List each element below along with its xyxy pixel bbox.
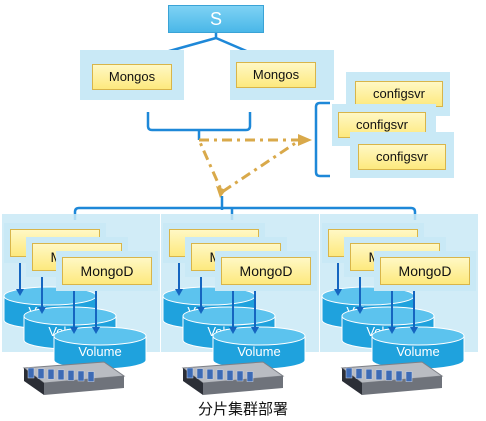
server-drive-bay: [27, 367, 35, 379]
volume-top: [53, 326, 147, 346]
server-drive-bay: [186, 367, 194, 379]
shard-bus: [73, 206, 417, 220]
server-drive-bay: [395, 370, 403, 382]
server-drive-bay: [67, 370, 75, 381]
top-node-label: S: [209, 9, 222, 29]
volume-cylinder: Volume: [212, 326, 306, 370]
shard-group: VolumeVolumeVolumeMongoDMongoDMongoD: [159, 0, 319, 400]
arrow-head: [229, 327, 237, 334]
diagram-caption: 分片集群部署: [197, 400, 288, 418]
server-drive-bay: [355, 368, 363, 379]
arrow-head: [38, 307, 46, 314]
shard-group: VolumeVolumeVolumeMongoDMongoDMongoD: [318, 0, 478, 400]
configsvr-label: configsvr: [372, 86, 426, 101]
server-drive-bay: [365, 368, 373, 380]
shard-graphics: VolumeVolumeVolume: [321, 258, 465, 395]
server-drive-bay: [47, 368, 55, 380]
volume-label: Volume: [78, 344, 121, 359]
server-drive-bay: [405, 371, 413, 382]
volume-top: [371, 326, 465, 346]
arrow-head-right: [298, 134, 312, 146]
server-drive-bay: [216, 369, 224, 381]
mongod-node: MongoD: [221, 257, 311, 285]
server-drive-bay: [246, 371, 254, 382]
arrow-head: [175, 289, 183, 296]
configsvr-bracket: [314, 101, 330, 178]
configsvr-node-3: configsvr: [358, 144, 446, 170]
arrow-head: [356, 307, 364, 314]
shard-graphics: VolumeVolumeVolume: [162, 258, 306, 395]
mongos-node-1: Mongos: [92, 64, 172, 90]
server-drive-bay: [37, 368, 45, 379]
volume-cylinder: Volume: [371, 326, 465, 370]
mongod-label: MongoD: [398, 263, 452, 279]
server-drive-bay: [57, 369, 65, 381]
mongod-node: MongoD: [62, 257, 152, 285]
server-drive-bay: [87, 371, 95, 382]
arrow-head: [388, 327, 396, 334]
server-drive-bay: [385, 370, 393, 381]
volume-top: [182, 306, 276, 326]
dashed-triangle: [196, 138, 305, 195]
mongod-node: MongoD: [380, 257, 470, 285]
volume-cylinder: Volume: [53, 326, 147, 370]
mongos-label: Mongos: [252, 67, 300, 82]
server-icon: [22, 361, 126, 395]
shard-group: VolumeVolumeVolumeMongoDMongoDMongoD: [0, 0, 160, 400]
arrow-head: [92, 327, 100, 334]
volume-label: Volume: [396, 344, 439, 359]
arrow-head: [251, 327, 259, 334]
server-drive-bay: [77, 370, 85, 382]
volume-top: [212, 326, 306, 346]
arrow-head: [16, 289, 24, 296]
top-node-s: S: [168, 5, 264, 33]
volume-top: [341, 306, 435, 326]
server-drive-bay: [345, 367, 353, 379]
mongod-label: MongoD: [80, 263, 134, 279]
arrow-head: [197, 307, 205, 314]
volume-label: Volume: [237, 344, 280, 359]
server-drive-bay: [196, 368, 204, 379]
arrow-head: [334, 289, 342, 296]
server-icon: [340, 361, 444, 395]
volume-top: [23, 306, 117, 326]
configsvr-label: configsvr: [375, 149, 429, 164]
arrow-head: [70, 327, 78, 334]
server-drive-bay: [226, 370, 234, 381]
server-drive-bay: [375, 369, 383, 381]
arrow-head-down: [216, 186, 226, 198]
configsvr-label: configsvr: [355, 117, 409, 132]
server-drive-bay: [206, 368, 214, 380]
server-icon: [181, 361, 285, 395]
arrow-head: [410, 327, 418, 334]
configsvr-node-1: configsvr: [355, 81, 443, 107]
server-drive-bay: [236, 370, 244, 382]
mongod-label: MongoD: [239, 263, 293, 279]
mongos-node-2: Mongos: [236, 62, 316, 88]
mongos-label: Mongos: [108, 69, 156, 84]
shard-graphics: VolumeVolumeVolume: [3, 258, 147, 395]
